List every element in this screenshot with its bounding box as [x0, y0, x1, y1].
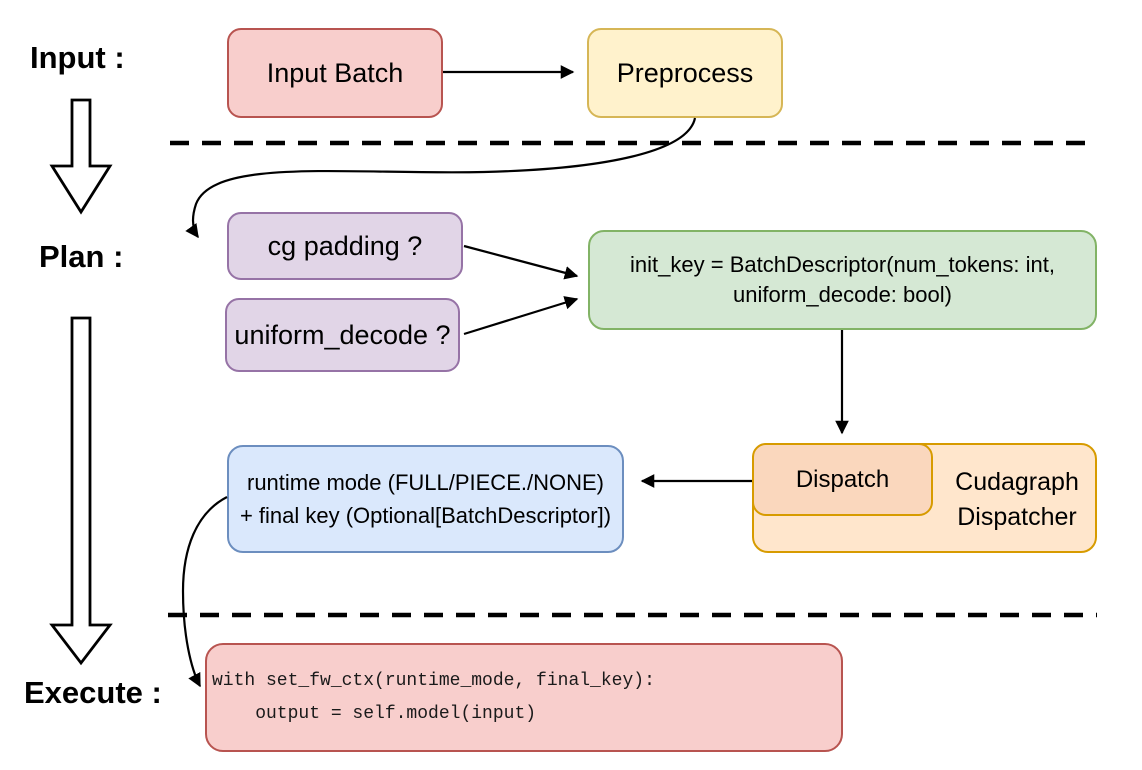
node-execute-code: with set_fw_ctx(runtime_mode, final_key)… [205, 643, 843, 752]
block-arrow-input-to-plan [49, 98, 113, 215]
node-dispatch: Dispatch [752, 443, 933, 516]
node-preprocess: Preprocess [587, 28, 783, 118]
node-cg-padding: cg padding ? [227, 212, 463, 280]
execute-code-line2: output = self.model(input) [212, 703, 537, 724]
execute-code-line1: with set_fw_ctx(runtime_mode, final_key)… [212, 670, 655, 691]
stage-label-execute: Execute : [24, 675, 162, 710]
uniform-decode-label: uniform_decode ? [234, 319, 451, 350]
cudagraph-dispatcher-line2: Dispatcher [957, 503, 1077, 531]
block-arrow-plan-to-execute [49, 316, 113, 666]
node-init-key: init_key = BatchDescriptor(num_tokens: i… [588, 230, 1097, 330]
cudagraph-dispatcher-line1: Cudagraph [955, 468, 1079, 496]
input-batch-label: Input Batch [266, 57, 404, 88]
runtime-mode-line1: runtime mode (FULL/PIECE./NONE) [247, 470, 604, 495]
cudagraph-dispatcher-caption: Cudagraph Dispatcher [935, 445, 1099, 555]
node-runtime-mode: runtime mode (FULL/PIECE./NONE) + final … [227, 445, 624, 553]
stage-label-plan: Plan : [39, 239, 124, 274]
runtime-mode-line2: + final key (Optional[BatchDescriptor]) [239, 503, 612, 528]
stage-label-input: Input : [30, 40, 125, 75]
node-input-batch: Input Batch [227, 28, 443, 118]
edge-cgpadding-to-initkey [463, 244, 579, 280]
cg-padding-label: cg padding ? [267, 230, 423, 261]
node-uniform-decode: uniform_decode ? [225, 298, 460, 372]
init-key-line1: init_key = BatchDescriptor(num_tokens: i… [630, 252, 1055, 277]
init-key-line2: uniform_decode: bool) [733, 282, 952, 307]
preprocess-label: Preprocess [616, 57, 754, 88]
dispatch-label: Dispatch [795, 465, 890, 493]
edge-uniformdecode-to-initkey [463, 296, 579, 336]
